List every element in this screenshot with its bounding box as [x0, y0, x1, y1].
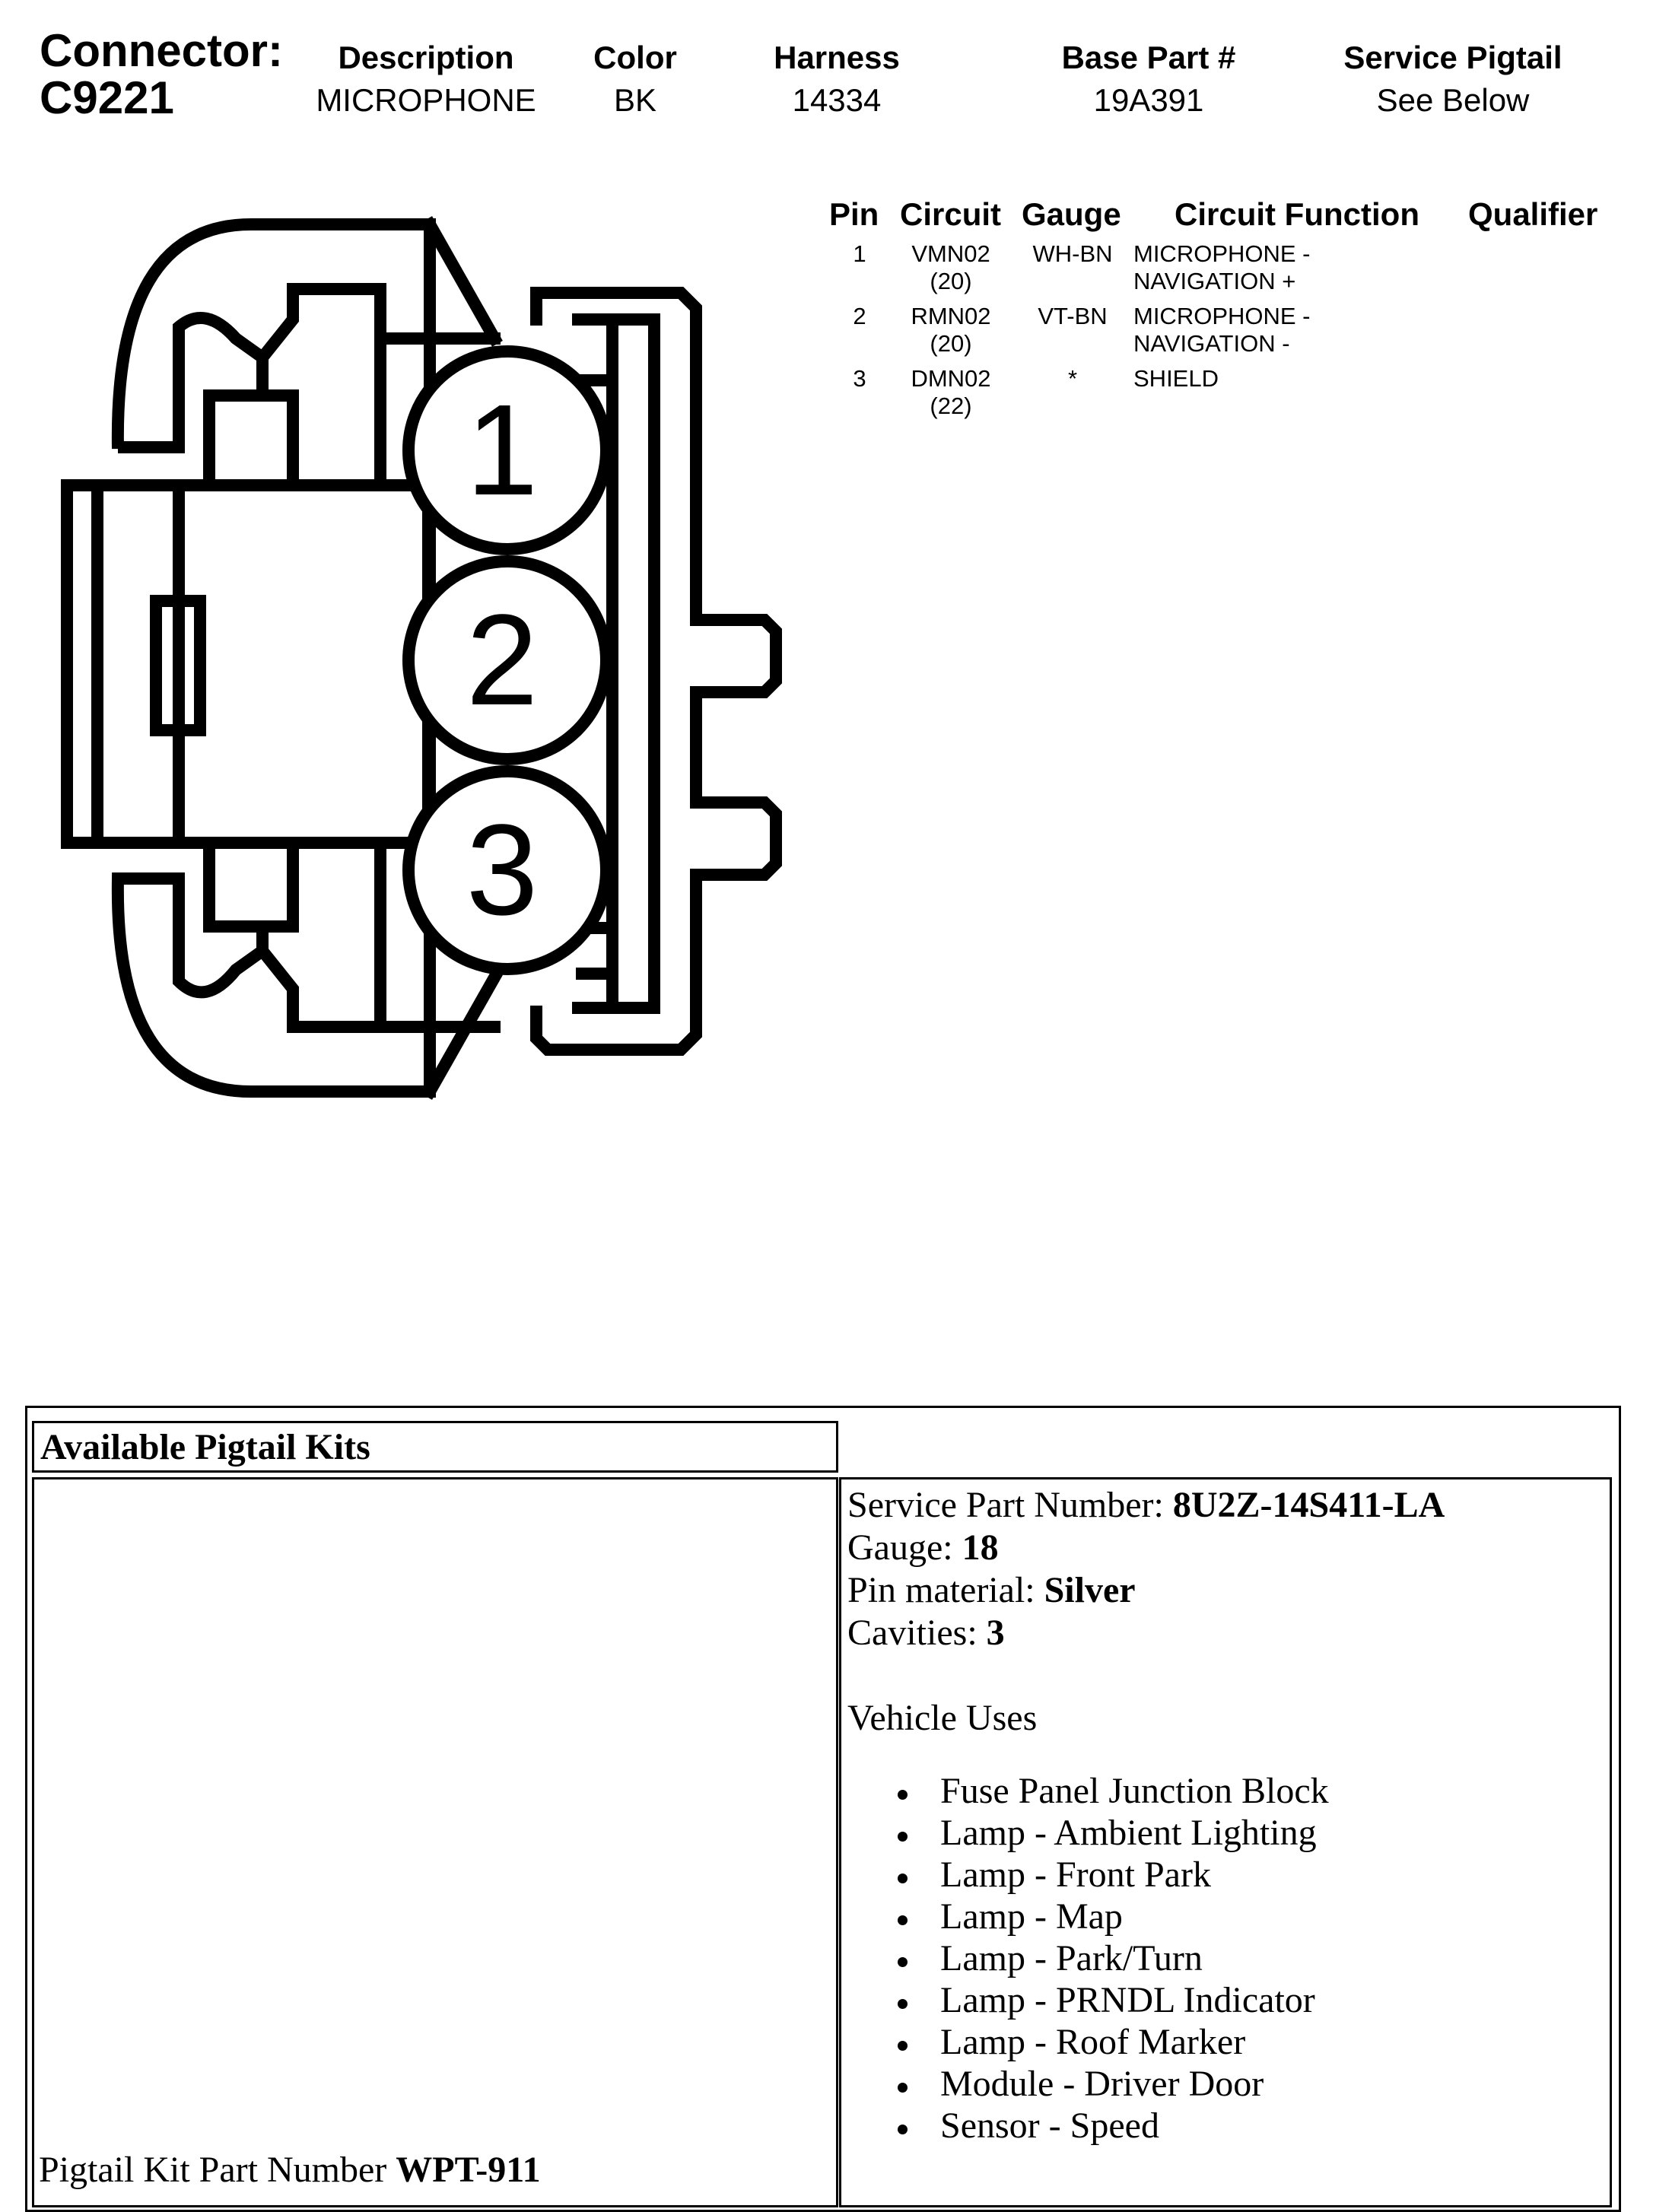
- pin-3-cavity: [402, 765, 612, 975]
- pigtail-details-cell: Service Part Number: 8U2Z-14S411-LA Gaug…: [839, 1477, 1612, 2207]
- connector-heading: Connector: C9221: [40, 27, 283, 122]
- pin-2-cavity: [402, 555, 612, 765]
- value-color: BK: [613, 82, 657, 118]
- circuit-code: VMN02: [911, 240, 990, 267]
- pigtail-image-cell: Pigtail Kit Part Number WPT-911: [32, 1477, 838, 2207]
- header-harness: Harness: [774, 40, 900, 75]
- pigtail-kit-part-number: Pigtail Kit Part Number WPT-911: [39, 2149, 541, 2191]
- cavities-label: Cavities:: [847, 1613, 987, 1653]
- circuit-gauge: (20): [930, 330, 972, 357]
- header-service-pigtail: Service Pigtail: [1343, 40, 1562, 75]
- pin-material-value: Silver: [1044, 1570, 1136, 1610]
- circuit-gauge: (20): [930, 268, 972, 294]
- gauge-value: 18: [962, 1527, 999, 1568]
- vehicle-uses-list: Fuse Panel Junction Block Lamp - Ambient…: [898, 1770, 1329, 2147]
- list-item: Lamp - Ambient Lighting: [898, 1812, 1329, 1854]
- pin-table-row-3-gauge: *: [1067, 365, 1078, 392]
- circuit-code: RMN02: [911, 303, 991, 329]
- pin-table-header-function: Circuit Function: [1175, 196, 1419, 232]
- kit-label: Pigtail Kit Part Number: [39, 2150, 396, 2190]
- list-item: Fuse Panel Junction Block: [898, 1770, 1329, 1812]
- pin-3-number: 3: [466, 798, 539, 942]
- pin-2-number: 2: [466, 588, 539, 733]
- pigtail-title-cell: Available Pigtail Kits: [32, 1421, 838, 1473]
- pin-table-row-1-gauge: WH-BN: [1032, 240, 1113, 267]
- pin-table-row-2-circuit: RMN02 (20): [890, 303, 1012, 358]
- value-base-part: 19A391: [1093, 82, 1204, 118]
- pin-material-line: Pin material: Silver: [847, 1569, 1445, 1612]
- pin-table-header-circuit: Circuit: [900, 196, 1002, 232]
- list-item: Lamp - Park/Turn: [898, 1937, 1329, 1979]
- function-line-1: SHIELD: [1133, 365, 1219, 392]
- connector-label: Connector:: [40, 25, 283, 76]
- function-line-1: MICROPHONE -: [1133, 303, 1311, 329]
- cavities-value: 3: [986, 1613, 1005, 1653]
- service-part-label: Service Part Number:: [847, 1485, 1173, 1525]
- list-item: Lamp - Front Park: [898, 1854, 1329, 1896]
- pigtail-specs: Service Part Number: 8U2Z-14S411-LA Gaug…: [847, 1484, 1445, 1740]
- function-line-2: NAVIGATION +: [1133, 268, 1296, 294]
- pin-material-label: Pin material:: [847, 1570, 1044, 1610]
- circuit-code: DMN02: [911, 365, 991, 392]
- service-part-line: Service Part Number: 8U2Z-14S411-LA: [847, 1484, 1445, 1527]
- header-color: Color: [593, 40, 677, 75]
- connector-diagram: 1 2 3: [61, 216, 782, 1100]
- connector-id: C9221: [40, 72, 174, 123]
- circuit-gauge: (22): [930, 393, 972, 419]
- list-item: Lamp - Map: [898, 1896, 1329, 1937]
- list-item: Module - Driver Door: [898, 2063, 1329, 2105]
- pin-table-header-qualifier: Qualifier: [1468, 196, 1598, 232]
- pin-table-row-3-function: SHIELD: [1133, 365, 1219, 393]
- pin-1-number: 1: [466, 378, 539, 523]
- pin-table-header-gauge: Gauge: [1022, 196, 1121, 232]
- pin-1-cavity: [402, 345, 612, 555]
- value-service-pigtail: See Below: [1376, 82, 1530, 118]
- pin-table-row-3-pin: 3: [853, 365, 866, 392]
- pin-table-row-1-pin: 1: [853, 240, 866, 267]
- pigtail-title: Available Pigtail Kits: [40, 1427, 370, 1467]
- function-line-2: NAVIGATION -: [1133, 330, 1290, 357]
- value-description: MICROPHONE: [316, 82, 536, 118]
- header-base-part: Base Part #: [1061, 40, 1236, 75]
- pin-table-row-2-gauge: VT-BN: [1038, 303, 1108, 329]
- vehicle-uses-heading: Vehicle Uses: [847, 1698, 1038, 1738]
- pin-table-header-pin: Pin: [829, 196, 879, 232]
- pin-table-row-1-function: MICROPHONE - NAVIGATION +: [1133, 240, 1311, 295]
- pin-table-row-2-function: MICROPHONE - NAVIGATION -: [1133, 303, 1311, 358]
- connector-outline-top: [111, 218, 436, 453]
- function-line-1: MICROPHONE -: [1133, 240, 1311, 267]
- value-harness: 14334: [792, 82, 882, 118]
- header-description: Description: [338, 40, 514, 75]
- gauge-label: Gauge:: [847, 1527, 962, 1568]
- list-item: Lamp - Roof Marker: [898, 2021, 1329, 2063]
- kit-number: WPT-911: [396, 2150, 541, 2190]
- connector-right-housing: [530, 287, 782, 1056]
- service-part-number: 8U2Z-14S411-LA: [1172, 1485, 1445, 1525]
- pin-table-row-3-circuit: DMN02 (22): [890, 365, 1012, 420]
- cavities-line: Cavities: 3: [847, 1612, 1445, 1654]
- list-item: Sensor - Speed: [898, 2105, 1329, 2147]
- list-item: Lamp - PRNDL Indicator: [898, 1979, 1329, 2021]
- pin-table-row-2-pin: 2: [853, 303, 866, 329]
- gauge-line: Gauge: 18: [847, 1527, 1445, 1569]
- pin-table-row-1-circuit: VMN02 (20): [890, 240, 1012, 295]
